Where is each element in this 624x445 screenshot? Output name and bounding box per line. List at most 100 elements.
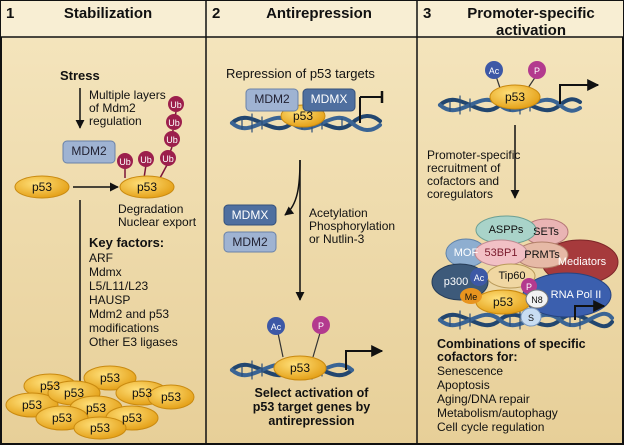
p53-free xyxy=(14,175,70,199)
select-activation-line: p53 target genes by xyxy=(252,400,371,414)
outcome-item: Cell cycle regulation xyxy=(437,420,545,434)
p53-label: p53 xyxy=(492,295,514,309)
p53-pile-label: p53 xyxy=(99,371,121,385)
degradation-label: Degradation xyxy=(118,202,184,216)
p300-label: p300 xyxy=(443,276,469,288)
panel-title: Promoter-specific activation xyxy=(441,5,621,39)
p53-pile-label: p53 xyxy=(121,411,143,425)
key-factor-item: ARF xyxy=(89,251,113,265)
p53-pile-label: p53 xyxy=(131,386,153,400)
panel-title: Stabilization xyxy=(63,5,153,22)
ub-label: Ub xyxy=(162,154,174,164)
key-factor-item: HAUSP xyxy=(89,293,131,307)
ac-mod-p3 xyxy=(470,268,488,286)
s-blob xyxy=(520,307,542,327)
panel-title-line: Promoter-specific xyxy=(467,5,595,22)
p53-activated-p2 xyxy=(273,355,327,381)
recruitment-line: coregulators xyxy=(427,187,494,201)
recruitment-line: Promoter-specific xyxy=(427,148,521,162)
nuclear-export-label: Nuclear export xyxy=(118,215,197,229)
mdm2-box-released xyxy=(223,231,277,253)
panel-number: 3 xyxy=(423,5,432,22)
p-label: P xyxy=(525,282,532,292)
stress-label: Stress xyxy=(60,68,100,83)
mof-label: MOF xyxy=(453,247,479,259)
mediators-label: Mediators xyxy=(557,256,607,268)
key-factor-item: Mdmx xyxy=(89,265,122,279)
mdm2-label-p2: MDM2 xyxy=(254,92,290,106)
p-mod-p2 xyxy=(312,316,330,334)
p53-pile xyxy=(5,365,195,440)
53bp1-label: 53BP1 xyxy=(484,247,518,259)
ac-mod-p2 xyxy=(267,317,285,335)
mdmx-box-p2 xyxy=(302,88,356,112)
ac-label: Ac xyxy=(473,273,485,283)
ub-label: Ub xyxy=(166,135,178,145)
mdmx-label-released: MDMX xyxy=(231,208,269,222)
modifier-line: Phosphorylation xyxy=(309,219,396,233)
p53-pile-label: p53 xyxy=(89,421,111,435)
panel-number: 1 xyxy=(6,5,15,22)
recruitment-line: cofactors and xyxy=(427,174,500,188)
modifier-line: or Nutlin-3 xyxy=(309,232,365,246)
p-label: P xyxy=(533,66,540,76)
p53-pile-label: p53 xyxy=(21,398,43,412)
rnapol-label: RNA Pol II xyxy=(550,289,602,301)
repression-label: Repression of p53 targets xyxy=(226,66,375,81)
combinations-title-line: Combinations of specific xyxy=(437,337,586,351)
outcome-item: Metabolism/autophagy xyxy=(437,406,558,420)
mdm2-layers-line: regulation xyxy=(89,114,142,128)
mdm2-label-released: MDM2 xyxy=(232,235,268,249)
mdm2-label-p1: MDM2 xyxy=(71,144,107,158)
panel-title: Antirepression xyxy=(266,5,372,22)
p53-ubiquitinated xyxy=(119,175,175,199)
p53-label: p53 xyxy=(292,109,314,123)
select-activation-line: Select activation of xyxy=(254,386,369,400)
outcome-item: Aging/DNA repair xyxy=(437,392,530,406)
p53-label: p53 xyxy=(289,361,311,375)
mdm2-layers-line: of Mdm2 xyxy=(89,101,136,115)
combinations-title-line: cofactors for: xyxy=(437,350,518,364)
p-label: P xyxy=(317,321,324,331)
mdm2-box-p1 xyxy=(62,140,116,164)
p53-label: p53 xyxy=(31,180,53,194)
panel-number: 2 xyxy=(212,5,221,22)
p53-top-p3 xyxy=(489,84,541,110)
ub-label: Ub xyxy=(170,100,182,110)
key-factor-item: L5/L11/L23 xyxy=(89,279,149,293)
ub-label: Ub xyxy=(140,155,152,165)
p53-pile-label: p53 xyxy=(51,411,73,425)
sets-label: SETs xyxy=(533,226,559,238)
prmts-label: PRMTs xyxy=(524,249,560,261)
s-label: S xyxy=(527,313,534,323)
n8-label: N8 xyxy=(531,295,543,305)
ub-label: Ub xyxy=(168,118,180,128)
mdmx-label-p2: MDMX xyxy=(310,92,348,106)
outcome-item: Apoptosis xyxy=(437,378,490,392)
mdmx-box-released xyxy=(223,204,277,226)
p53-pile-label: p53 xyxy=(160,390,182,404)
p53-pile-label: p53 xyxy=(39,379,61,393)
modifier-line: Acetylation xyxy=(309,206,368,220)
tip60-label: Tip60 xyxy=(498,270,526,282)
panel-title-line: activation xyxy=(495,22,567,39)
panel-header-2: 2 Antirepression xyxy=(206,3,417,37)
ac-mod-p3-top xyxy=(485,61,503,79)
n8-blob xyxy=(525,289,549,309)
key-factor-item: modifications xyxy=(89,321,160,335)
p-mod-p3-top xyxy=(528,61,546,79)
me-label: Me xyxy=(464,292,478,302)
p-mod-p3 xyxy=(521,278,537,294)
p53-label: p53 xyxy=(136,180,158,194)
p53-pile-label: p53 xyxy=(63,386,85,400)
key-factor-item: Other E3 ligases xyxy=(89,335,178,349)
p53-pile-label: p53 xyxy=(85,401,107,415)
recruitment-line: recruitment of xyxy=(427,161,501,175)
p53-label: p53 xyxy=(504,90,526,104)
aspps-label: ASPPs xyxy=(488,224,524,236)
select-activation-line: antirepression xyxy=(268,414,355,428)
me-mod-p3 xyxy=(460,288,482,304)
key-factor-item: Mdm2 and p53 xyxy=(89,307,170,321)
